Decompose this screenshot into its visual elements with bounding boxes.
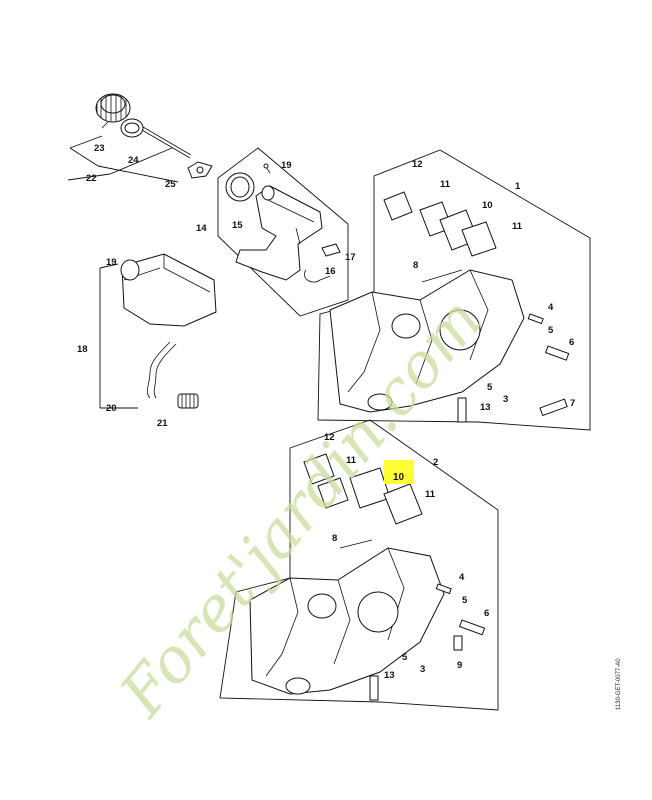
callout-6: 6 (569, 337, 574, 348)
callout-5b: 5 (487, 382, 493, 393)
callout-17: 17 (345, 252, 356, 263)
callouts-group-b: 19 14 15 16 17 (196, 160, 356, 277)
callout-11: 11 (440, 179, 451, 190)
callout-8-b: 8 (332, 533, 337, 544)
tank-assembly (99, 253, 217, 409)
callout-25: 25 (165, 179, 176, 190)
callout-6-b: 6 (484, 608, 489, 619)
callouts-group-c: 19 18 20 21 (77, 257, 168, 429)
callout-5: 5 (548, 325, 554, 336)
callout-8: 8 (413, 260, 418, 271)
callouts-group-a: 23 24 22 25 (86, 143, 176, 190)
callout-19-top: 19 (281, 160, 292, 171)
callout-24: 24 (128, 155, 139, 166)
callout-10: 10 (482, 200, 493, 211)
callout-23: 23 (94, 143, 105, 154)
callout-12: 12 (412, 159, 423, 170)
callout-5-d: 5 (402, 652, 408, 663)
callouts-crankcase-1: 12 11 1 10 11 8 4 5 6 5 3 13 7 (412, 159, 575, 413)
callout-3: 3 (503, 394, 508, 405)
callout-12-b: 12 (324, 432, 335, 443)
crankcase-assembly-2 (219, 419, 499, 711)
callout-11-c: 11 (425, 489, 436, 500)
callout-13: 13 (480, 402, 491, 413)
highlight-marker (384, 460, 414, 484)
callout-11-b: 11 (346, 455, 357, 466)
callouts-crankcase-2: 12 11 2 10 11 8 4 5 6 5 3 9 13 (324, 432, 489, 681)
callout-9: 9 (457, 660, 462, 671)
callout-11b: 11 (512, 221, 523, 232)
fuel-cap-assembly (67, 93, 213, 183)
handle-assembly-frame (217, 147, 349, 317)
callout-10-highlighted: 10 (393, 472, 405, 483)
callout-1: 1 (515, 181, 521, 192)
callout-21: 21 (157, 418, 168, 429)
callout-22: 22 (86, 173, 97, 184)
callout-20: 20 (106, 403, 117, 414)
callout-4: 4 (548, 302, 554, 313)
crankcase-assembly-1 (317, 149, 591, 431)
drawing-code: 1130-GET-0077-A0 (616, 658, 622, 710)
callout-3-b: 3 (420, 664, 425, 675)
callout-7: 7 (570, 398, 575, 409)
callout-15: 15 (232, 220, 243, 231)
callout-19-mid: 19 (106, 257, 117, 268)
callout-14: 14 (196, 223, 207, 234)
callout-13-b: 13 (384, 670, 395, 681)
callout-2: 2 (433, 457, 438, 468)
callout-4-b: 4 (459, 572, 465, 583)
callout-16: 16 (325, 266, 336, 277)
callout-18: 18 (77, 344, 88, 355)
callout-5-c: 5 (462, 595, 468, 606)
